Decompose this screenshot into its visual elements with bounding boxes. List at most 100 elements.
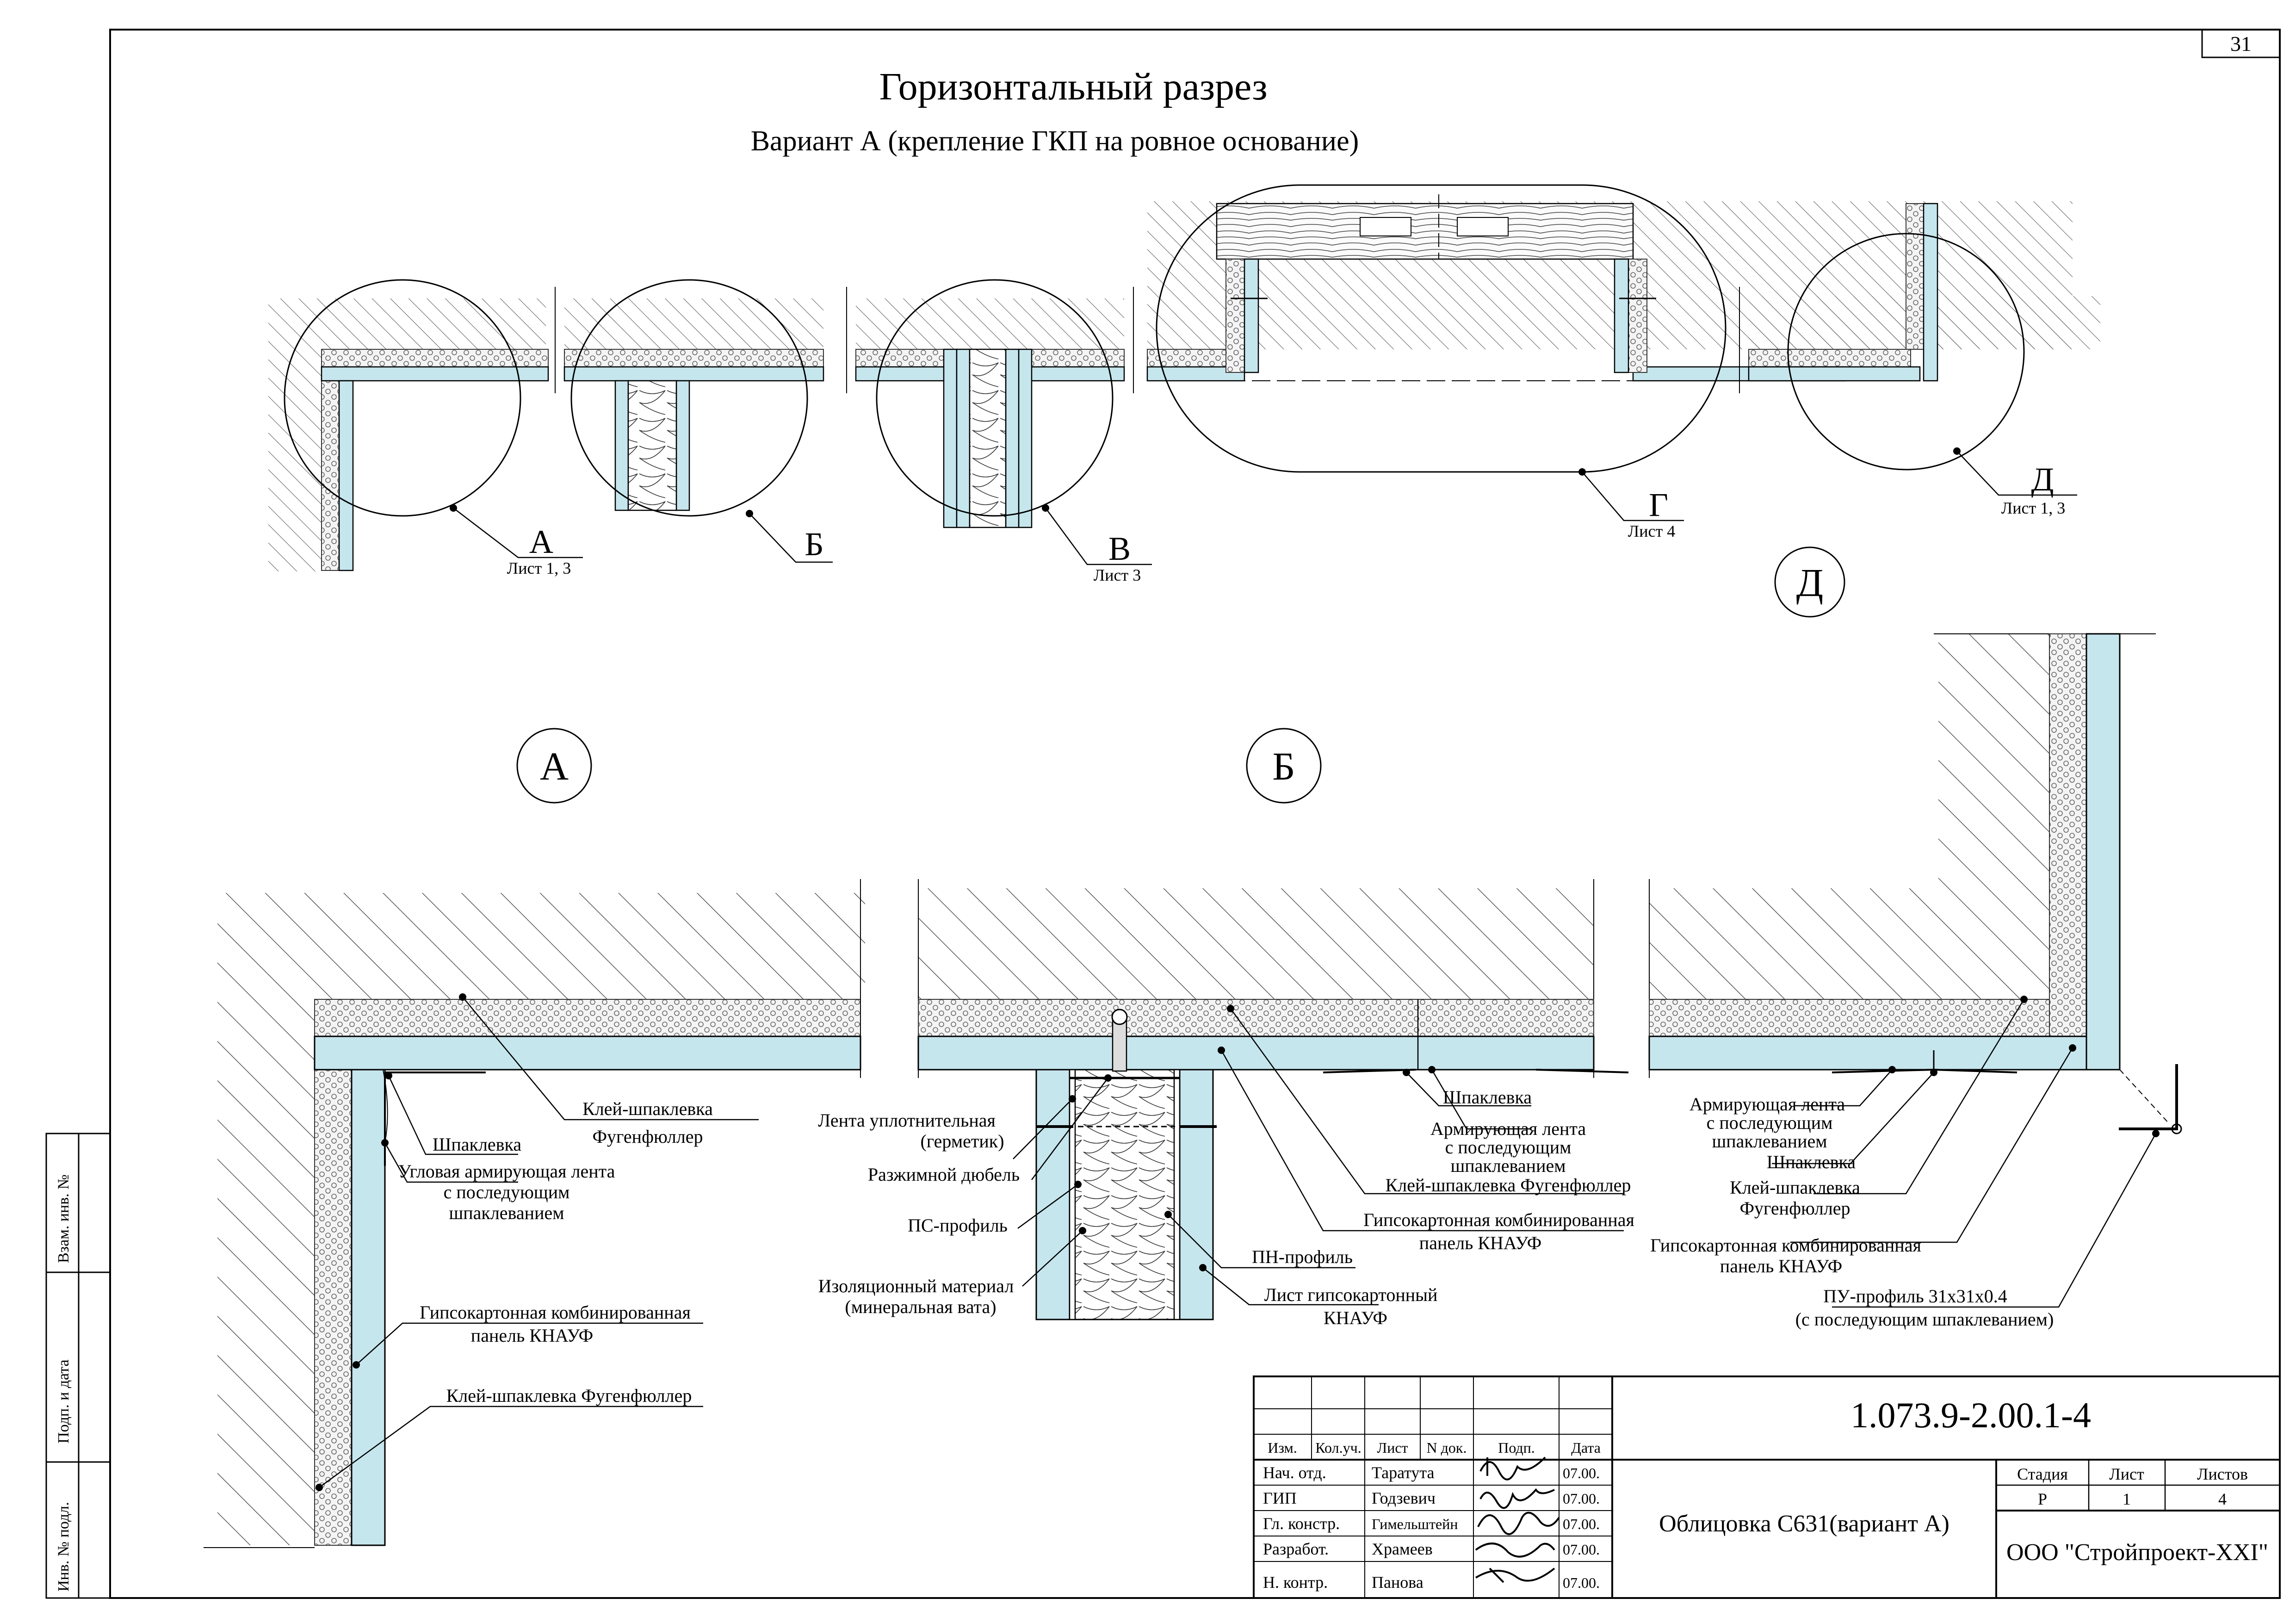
tb-row-4-role: Разработ. xyxy=(1263,1540,1329,1558)
label-d-tape-2: с последующим xyxy=(1707,1112,1833,1133)
sheet-name: Облицовка С631(вариант А) xyxy=(1659,1511,1949,1537)
label-b-insulation-1: Изоляционный материал xyxy=(818,1276,1014,1296)
callout-g-letter: Г xyxy=(1649,486,1668,523)
detail-circle-a xyxy=(284,279,521,517)
detail-d: Армирующая лента с последующим шпаклеван… xyxy=(1648,633,2182,1330)
tb-header-sign: Подп. xyxy=(1498,1439,1535,1456)
tb-header-date: Дата xyxy=(1571,1439,1601,1456)
label-a-adhesive-2: Фугенфюллер xyxy=(592,1126,703,1147)
label-d-panel-2: панель КНАУФ xyxy=(1720,1256,1842,1276)
label-a-panel-1: Гипсокартонная комбинированная xyxy=(420,1302,691,1323)
detail-marker-b xyxy=(1246,728,1322,804)
label-d-tape-1: Армирующая лента xyxy=(1690,1094,1845,1115)
tb-row-2-date: 07.00. xyxy=(1563,1490,1600,1507)
tb-row-5-role: Н. контр. xyxy=(1263,1573,1328,1592)
detail-b: Лента уплотнительная (герметик) Разжимно… xyxy=(818,879,1634,1328)
side-stamp-replaced-inv: Взам. инв. № xyxy=(55,1174,72,1263)
stage-value-listov: 4 xyxy=(2218,1490,2227,1508)
label-b-panel-2: панель КНАУФ xyxy=(1419,1233,1541,1253)
tb-row-2-name: Годзевич xyxy=(1372,1489,1436,1507)
tb-row-1-name: Таратута xyxy=(1372,1463,1435,1482)
tb-row-3-date: 07.00. xyxy=(1563,1516,1600,1532)
label-b-putty: Шпаклевка xyxy=(1443,1087,1532,1108)
title-block: Изм. Кол.уч. Лист N док. Подп. Дата Нач.… xyxy=(1253,1375,2281,1599)
label-b-pn-profile: ПН-профиль xyxy=(1252,1246,1353,1267)
page-title: Горизонтальный разрез xyxy=(879,65,1267,108)
tb-row-5-date: 07.00. xyxy=(1563,1574,1600,1591)
label-d-adhesive-2: Фугенфюллер xyxy=(1739,1198,1850,1219)
page-subtitle: Вариант А (крепление ГКП на ровное основ… xyxy=(751,125,1359,157)
detail-marker-d xyxy=(1774,546,1845,618)
detail-marker-d-letter: Д xyxy=(1796,560,1824,605)
sheet-frame xyxy=(109,29,2281,1599)
tb-row-3-role: Гл. констр. xyxy=(1263,1514,1340,1533)
label-d-pu-profile-1: ПУ-профиль 31х31х0.4 xyxy=(1823,1286,2007,1307)
tb-header-list: Лист xyxy=(1377,1439,1408,1456)
stage-header-listov: Листов xyxy=(2197,1465,2248,1483)
label-a-putty: Шпаклевка xyxy=(433,1134,521,1155)
side-stamp-signature-date: Подп. и дата xyxy=(55,1359,72,1443)
detail-marker-a xyxy=(516,728,592,804)
label-b-tape-2: с последующим xyxy=(1445,1137,1572,1158)
label-b-insulation-2: (минеральная вата) xyxy=(845,1296,996,1317)
signatures xyxy=(1475,1456,1560,1583)
tb-row-5-name: Панова xyxy=(1372,1573,1423,1592)
label-d-tape-3: шпаклеванием xyxy=(1712,1131,1827,1152)
tb-header-izm: Изм. xyxy=(1268,1439,1297,1456)
stage-value-list: 1 xyxy=(2123,1490,2131,1508)
tb-row-1-role: Нач. отд. xyxy=(1263,1463,1326,1482)
callout-a-ref: Лист 1, 3 xyxy=(507,559,571,577)
label-a-corner-tape-1: Угловая армирующая лента xyxy=(398,1161,615,1182)
label-a-adhesive-bottom: Клей-шпаклевка Фугенфюллер xyxy=(446,1385,692,1406)
label-b-adhesive: Клей-шпаклевка Фугенфюллер xyxy=(1386,1175,1631,1196)
label-a-corner-tape-3: шпаклеванием xyxy=(449,1202,564,1223)
label-b-panel-1: Гипсокартонная комбинированная xyxy=(1363,1209,1634,1230)
sheet-number: 31 xyxy=(2230,32,2252,56)
tb-row-4-name: Храмеев xyxy=(1372,1540,1433,1558)
label-a-adhesive-1: Клей-шпаклевка xyxy=(582,1098,713,1119)
detail-marker-a-letter: А xyxy=(540,744,569,788)
label-b-seal-tape-2: (герметик) xyxy=(920,1131,1004,1152)
callout-d-letter: Д xyxy=(2031,461,2054,498)
callout-v-ref: Лист 3 xyxy=(1094,566,1141,584)
label-b-seal-tape-1: Лента уплотнительная xyxy=(818,1110,996,1131)
label-b-gypsum-2: КНАУФ xyxy=(1324,1307,1387,1328)
sheet-number-box xyxy=(2201,29,2281,58)
tb-row-3-name: Гимельштейн xyxy=(1372,1516,1458,1532)
tb-header-kolvo: Кол.уч. xyxy=(1315,1439,1361,1456)
label-a-corner-tape-2: с последующим xyxy=(444,1182,570,1202)
detail-ellipse-g xyxy=(1156,184,1727,473)
label-b-ps-profile: ПС-профиль xyxy=(908,1215,1008,1236)
stage-header-stadia: Стадия xyxy=(2017,1465,2068,1483)
label-b-tape-3: шпаклеванием xyxy=(1450,1155,1566,1176)
label-d-adhesive-1: Клей-шпаклевка xyxy=(1730,1177,1860,1198)
detail-circle-v xyxy=(876,279,1114,517)
callout-v-letter: В xyxy=(1108,530,1131,567)
tb-row-4-date: 07.00. xyxy=(1563,1541,1600,1558)
label-d-panel-1: Гипсокартонная комбинированная xyxy=(1650,1235,1921,1256)
label-d-putty: Шпаклевка xyxy=(1767,1152,1856,1172)
detail-a: Клей-шпаклевка Фугенфюллер Шпаклевка Угл… xyxy=(204,879,865,1548)
side-stamp-original-inv: Инв. № подл. xyxy=(55,1502,72,1592)
stage-header-list: Лист xyxy=(2109,1465,2144,1483)
callout-b-letter: Б xyxy=(805,526,823,563)
detail-circle-d xyxy=(1787,233,2025,471)
organization-name: ООО "Стройпроект-XXI" xyxy=(2006,1539,2268,1566)
tb-row-1-date: 07.00. xyxy=(1563,1465,1600,1481)
document-code: 1.073.9-2.00.1-4 xyxy=(1850,1395,2091,1435)
label-b-anchor: Разжимной дюбель xyxy=(868,1164,1020,1185)
label-a-panel-2: панель КНАУФ xyxy=(471,1325,593,1346)
side-stamp: Взам. инв. № Подп. и дата Инв. № подл. xyxy=(45,1133,111,1599)
tb-header-ndoc: N док. xyxy=(1427,1439,1467,1456)
detail-marker-b-letter: Б xyxy=(1272,744,1295,788)
callout-a-letter: А xyxy=(529,523,553,560)
callout-g-ref: Лист 4 xyxy=(1628,522,1675,540)
label-b-tape-1: Армирующая лента xyxy=(1430,1118,1586,1139)
label-b-gypsum-1: Лист гипсокартонный xyxy=(1264,1284,1438,1305)
tb-row-2-role: ГИП xyxy=(1263,1489,1297,1507)
label-d-pu-profile-2: (с последующим шпаклеванием) xyxy=(1795,1309,2054,1330)
callout-d-ref: Лист 1, 3 xyxy=(2001,499,2065,517)
detail-circle-b xyxy=(570,279,808,517)
overview-plan: А Лист 1, 3 Б В Лист 3 Г Лист 4 Д Лист 1… xyxy=(268,184,2100,584)
